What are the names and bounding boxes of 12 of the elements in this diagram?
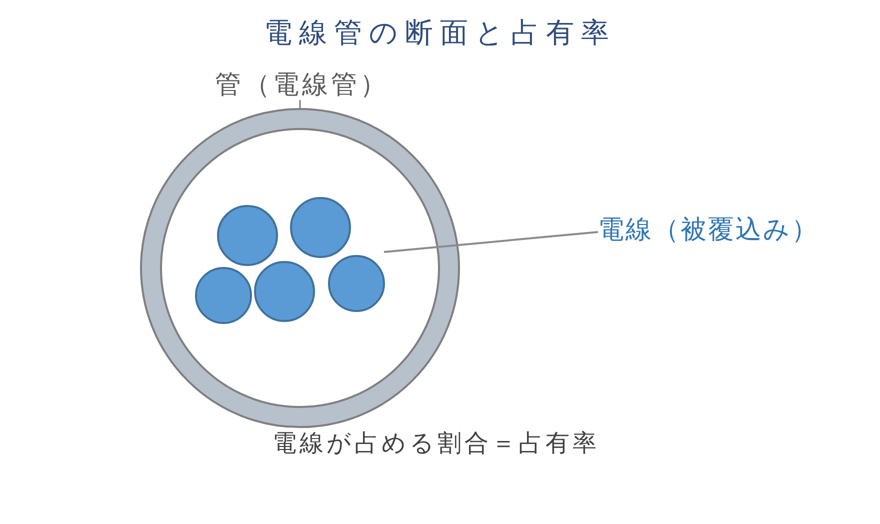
wire-circle xyxy=(254,261,314,322)
wire-circle xyxy=(217,205,278,266)
leader-line xyxy=(384,231,598,253)
caption: 電線が占める割合＝占有率 xyxy=(272,428,600,459)
wire-circle xyxy=(290,197,350,258)
diagram-title: 電線管の断面と占有率 xyxy=(264,15,616,51)
callout-label: 管（電線管） xyxy=(215,70,389,100)
callout-label: 電線（被覆込み） xyxy=(598,215,819,245)
leader-line xyxy=(299,100,301,108)
conduit-ring xyxy=(140,108,460,428)
wire-circle xyxy=(195,267,252,324)
wire-circle xyxy=(328,255,384,312)
